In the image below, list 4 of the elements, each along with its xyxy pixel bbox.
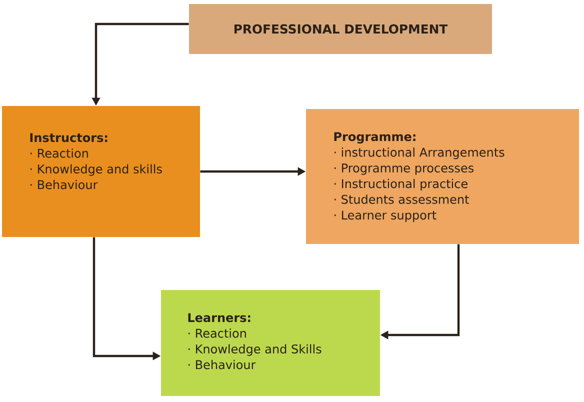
process-box: PROFESSIONAL DEVELOPMENT — [189, 4, 492, 54]
process-box: Instructors: · Reaction · Knowledge and skills · Behaviour — [2, 106, 200, 237]
process-box: Learners: · Reaction · Knowledge and Skills · Behaviour — [161, 290, 380, 396]
process-box: Programme: · instructional Arrangements · Programme processes · Instructional practice · Students assessment · Learner support — [306, 109, 579, 244]
